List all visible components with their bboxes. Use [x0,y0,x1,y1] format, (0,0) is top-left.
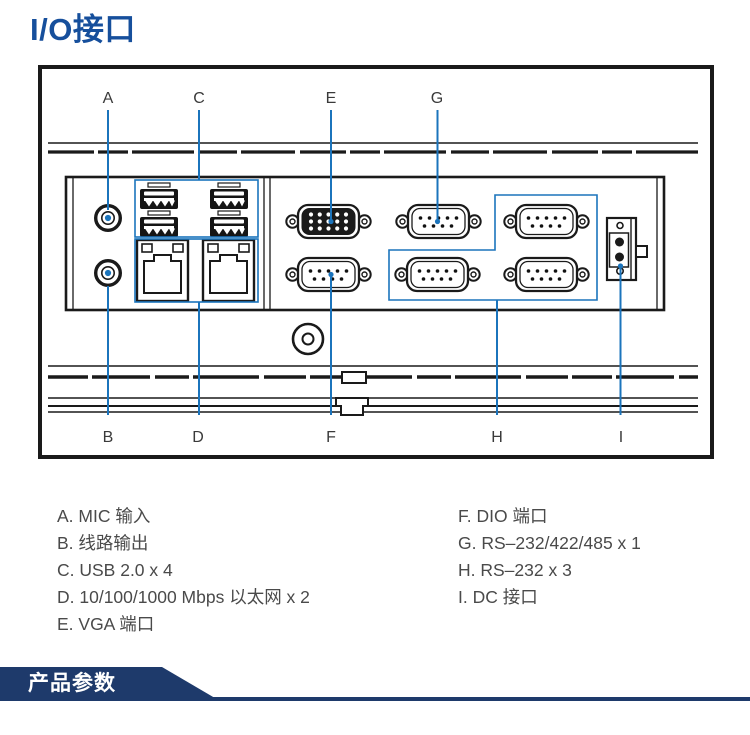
serial-port-h2 [394,256,481,293]
callout-c: C [193,90,205,107]
legend-item-e: E. VGA 端口 [57,614,155,634]
legend-item-i: I. DC 接口 [458,587,538,607]
legend-left-column: A. MIC 输入 B. 线路输出 C. USB 2.0 x 4 D. 10/1… [57,503,310,638]
legend-item-h: H. RS–232 x 3 [458,560,572,580]
callout-a: A [103,90,114,107]
legend-item-b: B. 线路输出 [57,533,149,553]
callout-d: D [192,429,204,446]
legend-right-column: F. DIO 端口 G. RS–232/422/485 x 1 H. RS–23… [458,503,641,611]
callout-i: I [619,429,623,446]
callout-e: E [326,90,337,107]
section-banner: 产品参数 [0,667,750,701]
legend-item-a: A. MIC 输入 [57,506,151,526]
rail-clips [335,371,369,416]
legend-item-c: C. USB 2.0 x 4 [57,560,173,580]
banner-underline [0,697,750,701]
io-panel-diagram: A C E G B D F H I [38,65,714,459]
leader-dots [328,218,624,278]
legend-item-g: G. RS–232/422/485 x 1 [458,533,641,553]
callout-h: H [491,429,503,446]
leader-lines [107,110,622,415]
callout-f: F [326,429,336,446]
callout-b: B [103,429,114,446]
dc-connector [605,216,648,282]
usb-group-outline [134,179,259,238]
ethernet-group-outline [134,238,259,303]
group-outlines [134,179,598,303]
ethernet-port-2 [201,238,256,303]
legend-item-d: D. 10/100/1000 Mbps 以太网 x 2 [57,587,310,607]
ethernet-port-1 [135,238,190,303]
serial-port-h1 [503,203,590,240]
serial-group-outline [388,194,598,301]
power-button [291,322,325,356]
chassis-rails [48,142,698,413]
callout-g: G [431,90,443,107]
legend-item-f: F. DIO 端口 [458,506,548,526]
section-banner-title: 产品参数 [28,672,116,695]
page-title: I/O接口 [30,12,136,47]
line-out-jack [93,259,123,287]
serial-port-h3 [503,256,590,293]
